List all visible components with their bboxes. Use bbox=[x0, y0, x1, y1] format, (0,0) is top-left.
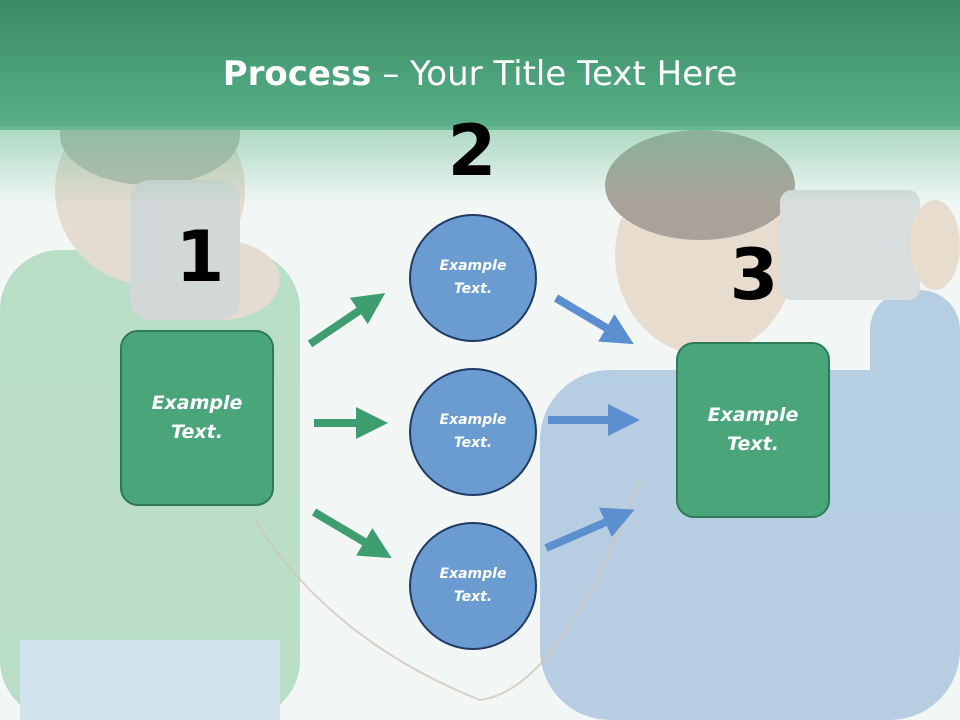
arrow-left-to-bottom bbox=[311, 508, 392, 559]
title-bold: Process bbox=[222, 54, 372, 94]
left-box: Example Text. bbox=[120, 330, 274, 506]
step-number-2: 2 bbox=[447, 110, 497, 192]
right-box: Example Text. bbox=[676, 342, 830, 518]
arrow-bottom-to-right bbox=[544, 507, 635, 552]
header-fade bbox=[0, 126, 960, 206]
circle-middle-text: Example Text. bbox=[439, 412, 507, 451]
circle-top: Example Text. bbox=[409, 214, 537, 342]
arrow-left-to-top bbox=[307, 293, 386, 348]
circle-bottom: Example Text. bbox=[409, 522, 537, 650]
slide-title: Process – Your Title Text Here bbox=[0, 52, 960, 96]
circle-bottom-text: Example Text. bbox=[439, 566, 507, 605]
left-box-text: Example Text. bbox=[151, 392, 243, 443]
arrow-top-to-right bbox=[553, 294, 634, 345]
step-number-3: 3 bbox=[729, 234, 779, 316]
circle-top-text: Example Text. bbox=[439, 258, 507, 297]
step-number-1: 1 bbox=[175, 216, 225, 298]
header-band bbox=[0, 0, 960, 130]
circle-middle: Example Text. bbox=[409, 368, 537, 496]
title-rest: – Your Title Text Here bbox=[371, 54, 738, 94]
right-box-text: Example Text. bbox=[707, 404, 799, 455]
